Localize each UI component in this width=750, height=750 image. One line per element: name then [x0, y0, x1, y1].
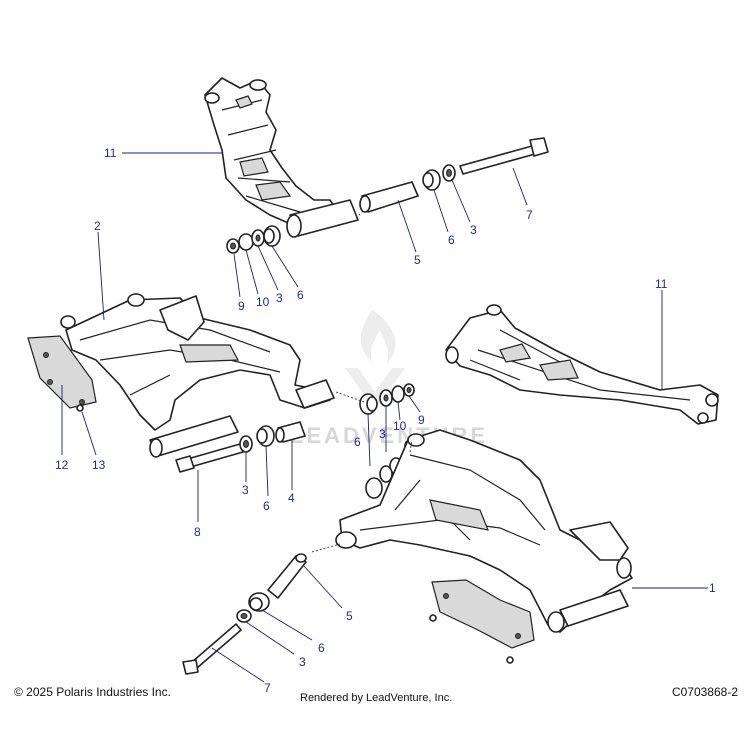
sleeve-4 — [275, 421, 306, 443]
callout-6-mid[interactable]: 6 — [263, 499, 270, 513]
callout-9-left[interactable]: 9 — [238, 299, 245, 313]
callout-5-bottom[interactable]: 5 — [346, 609, 353, 623]
bolt-bottom — [182, 623, 242, 675]
callout-6-center[interactable]: 6 — [354, 435, 361, 449]
rendered-by-text: Rendered by LeadVenture, Inc. — [300, 692, 453, 704]
bolt-top — [459, 137, 549, 175]
copyright-text: © 2025 Polaris Industries Inc. — [14, 685, 171, 699]
sleeve-bottom — [267, 553, 307, 599]
callout-2[interactable]: 2 — [94, 219, 101, 233]
screw-left — [76, 404, 84, 412]
callout-9-center[interactable]: 9 — [418, 413, 425, 427]
callout-13[interactable]: 13 — [92, 458, 106, 472]
skid-plate-right — [429, 579, 535, 664]
upper-control-arm-right — [445, 304, 719, 425]
callout-3-bottom[interactable]: 3 — [299, 655, 306, 669]
callouts: 11 7 3 6 5 9 10 3 6 2 11 12 13 8 3 6 4 6… — [55, 146, 716, 695]
hardware-stack-left-top — [226, 225, 281, 254]
bushing-mid — [256, 425, 275, 447]
watermark: LEADVENTURE — [290, 310, 485, 448]
washer-top-right — [442, 164, 456, 182]
callout-6-left[interactable]: 6 — [297, 288, 304, 302]
washer-bottom — [236, 609, 252, 623]
lower-control-arm-right — [335, 429, 633, 633]
callout-6-bottom[interactable]: 6 — [318, 641, 325, 655]
callout-10-center[interactable]: 10 — [393, 419, 407, 433]
lower-control-arm-left — [60, 293, 335, 458]
callout-11-top[interactable]: 11 — [104, 146, 117, 160]
leader-lines — [61, 152, 708, 683]
skid-plate-left — [27, 335, 97, 409]
bushing-top-right — [422, 169, 441, 191]
callout-4[interactable]: 4 — [288, 491, 295, 505]
callout-8[interactable]: 8 — [194, 525, 201, 539]
callout-12[interactable]: 12 — [55, 458, 69, 472]
bolt-8 — [175, 443, 244, 473]
callout-10-left[interactable]: 10 — [256, 295, 270, 309]
callout-3-mid[interactable]: 3 — [242, 483, 249, 497]
callout-6-top[interactable]: 6 — [448, 233, 455, 247]
upper-control-arm-top — [204, 77, 359, 238]
callout-7-bottom[interactable]: 7 — [264, 681, 271, 695]
figure-id-text: C0703868-2 — [671, 685, 738, 699]
washer-mid — [239, 435, 253, 453]
callout-5-top[interactable]: 5 — [414, 253, 421, 267]
sleeve-top — [359, 181, 419, 213]
callout-3-center[interactable]: 3 — [379, 427, 386, 441]
callout-7-top[interactable]: 7 — [526, 208, 533, 222]
alignment-lines — [311, 211, 413, 553]
callout-3-top[interactable]: 3 — [470, 223, 477, 237]
bushing-bottom — [248, 592, 270, 612]
callout-3-left[interactable]: 3 — [276, 291, 283, 305]
callout-11-right[interactable]: 11 — [655, 277, 668, 291]
callout-1[interactable]: 1 — [709, 581, 716, 595]
